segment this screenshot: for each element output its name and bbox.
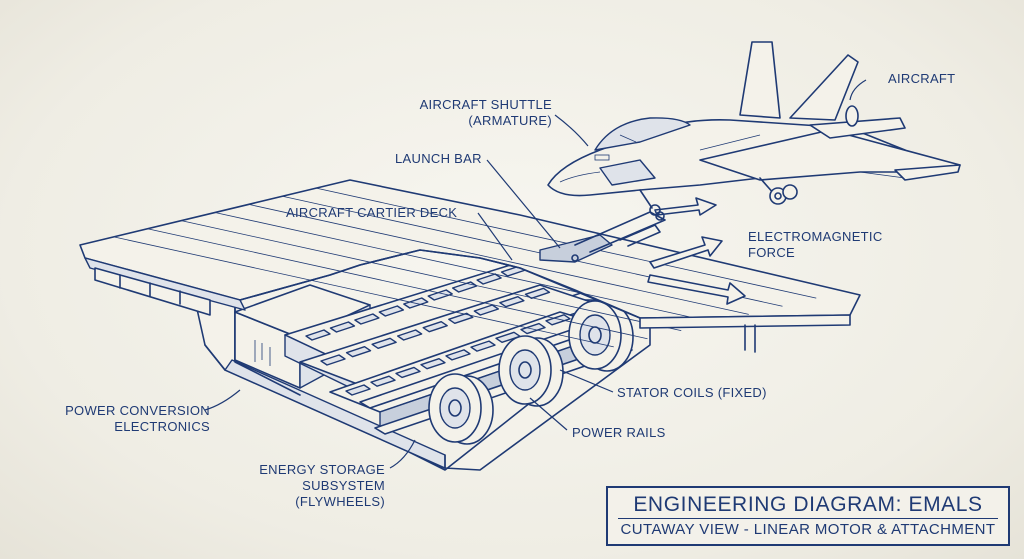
shuttle-assembly	[539, 204, 666, 263]
stator-coil-block	[476, 273, 502, 285]
stator-coil-block	[329, 321, 356, 333]
stator-coil-block	[370, 375, 396, 387]
em-force-label: ELECTROMAGNETIC FORCE	[748, 229, 883, 261]
stator-coil-block	[371, 337, 397, 350]
stator-coil-block	[354, 313, 380, 325]
stator-coil-block	[305, 329, 331, 341]
aircraft-shuttle-label-line1: AIRCRAFT SHUTTLE	[419, 97, 552, 112]
flywheel	[428, 373, 494, 445]
aircraft-label: AIRCRAFT	[888, 71, 956, 86]
energy-storage-label-line3: (FLYWHEELS)	[295, 494, 385, 509]
energy-storage-label: ENERGY STORAGE SUBSYSTEM (FLYWHEELS)	[230, 462, 385, 510]
stator-coil-block	[499, 295, 525, 308]
power-conversion-label-line2: ELECTRONICS	[114, 419, 210, 434]
energy-storage-label-line2: SUBSYSTEM	[302, 478, 385, 493]
stator-coil-block	[520, 322, 546, 335]
stator-coil-block	[378, 305, 405, 317]
aircraft-shuttle-label-line2: (ARMATURE)	[468, 113, 552, 128]
stator-coil-block	[545, 314, 571, 326]
stator-coil-block	[396, 329, 423, 341]
stator-coil-block	[320, 354, 346, 366]
stator-coil-block	[422, 320, 448, 333]
power-conversion-label-line1: POWER CONVERSION	[65, 403, 210, 418]
energy-storage-label-line1: ENERGY STORAGE	[259, 462, 385, 477]
stator-coil-blocks	[305, 265, 571, 396]
stator-coil-block	[420, 357, 446, 370]
stator-coil-block	[445, 349, 471, 361]
title-block: ENGINEERING DIAGRAM: EMALS CUTAWAY VIEW …	[606, 486, 1010, 546]
em-force-label-line1: ELECTROMAGNETIC	[748, 229, 883, 244]
stator-coil-block	[395, 366, 421, 379]
launch-bar-label: LAUNCH BAR	[395, 151, 482, 166]
stator-coil-block	[345, 345, 372, 358]
stator-coils-label: STATOR COILS (FIXED)	[617, 385, 767, 400]
stator-coil-block	[448, 312, 474, 325]
aircraft-drawing	[547, 41, 961, 209]
deck-label: AIRCRAFT CARTIER DECK	[286, 205, 458, 220]
stator-coil-block	[427, 289, 453, 301]
em-force-label-line2: FORCE	[748, 245, 795, 260]
diagram-title: ENGINEERING DIAGRAM: EMALS	[633, 493, 983, 516]
diagram-subtitle: CUTAWAY VIEW - LINEAR MOTOR & ATTACHMENT	[620, 521, 996, 538]
aircraft-shuttle-label: AIRCRAFT SHUTTLE (ARMATURE)	[392, 97, 552, 129]
flywheels	[428, 300, 634, 445]
stator-coil-block	[470, 340, 496, 352]
power-rails-label: POWER RAILS	[572, 425, 666, 440]
stator-coil-block	[473, 304, 500, 316]
stator-coil-block	[345, 384, 371, 396]
flywheel	[498, 335, 564, 407]
leader-lines	[204, 79, 867, 469]
flywheel	[568, 300, 634, 372]
title-divider	[618, 518, 998, 519]
power-conversion-label: POWER CONVERSION ELECTRONICS	[40, 403, 210, 435]
